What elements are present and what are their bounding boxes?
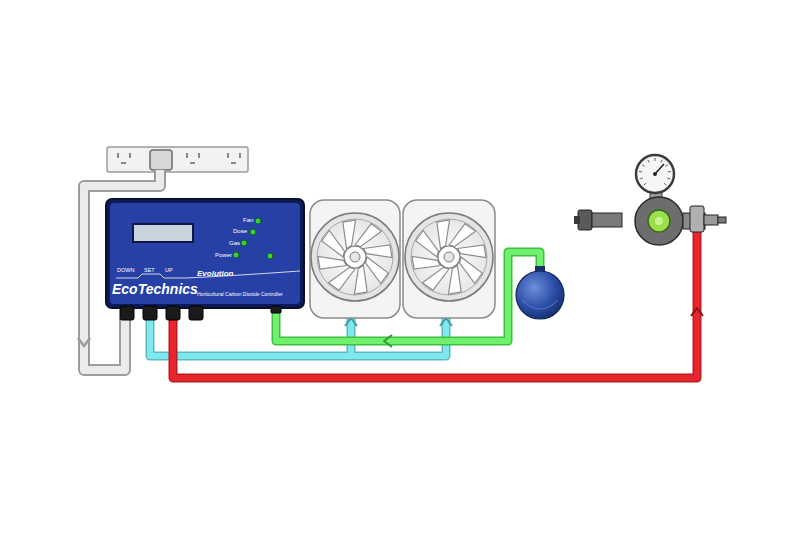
trim-line bbox=[186, 271, 300, 278]
button-label: UP bbox=[165, 268, 173, 274]
extractor-fan bbox=[310, 200, 400, 318]
co2-sensor bbox=[516, 266, 564, 319]
button-label: SET bbox=[144, 268, 155, 274]
solenoid-valve bbox=[690, 206, 704, 232]
co2-controller: FanDoseGasPowerDOWN SET UP EcoTechnics Evolu… bbox=[107, 200, 303, 307]
led-label: Gas bbox=[229, 240, 240, 246]
cable-gland bbox=[120, 306, 281, 320]
power-strip bbox=[107, 147, 248, 172]
pressure-gauge bbox=[636, 155, 674, 193]
led-label: Dose bbox=[233, 228, 247, 234]
model-name: Evolution bbox=[197, 270, 233, 278]
led-label: Power bbox=[215, 252, 232, 258]
product-subtitle: Horticultural Carbon Dioxide Controller bbox=[197, 292, 283, 297]
co2-regulator bbox=[574, 155, 726, 245]
mains-plug bbox=[150, 150, 172, 170]
status-led bbox=[233, 218, 273, 259]
button-line bbox=[116, 274, 186, 278]
brand-logo: EcoTechnics bbox=[112, 282, 198, 296]
controller-housing bbox=[106, 199, 304, 308]
led-label: Fan bbox=[243, 217, 253, 223]
lcd-display bbox=[133, 224, 193, 242]
extractor-fan bbox=[403, 200, 495, 318]
button-label: DOWN bbox=[117, 268, 134, 274]
